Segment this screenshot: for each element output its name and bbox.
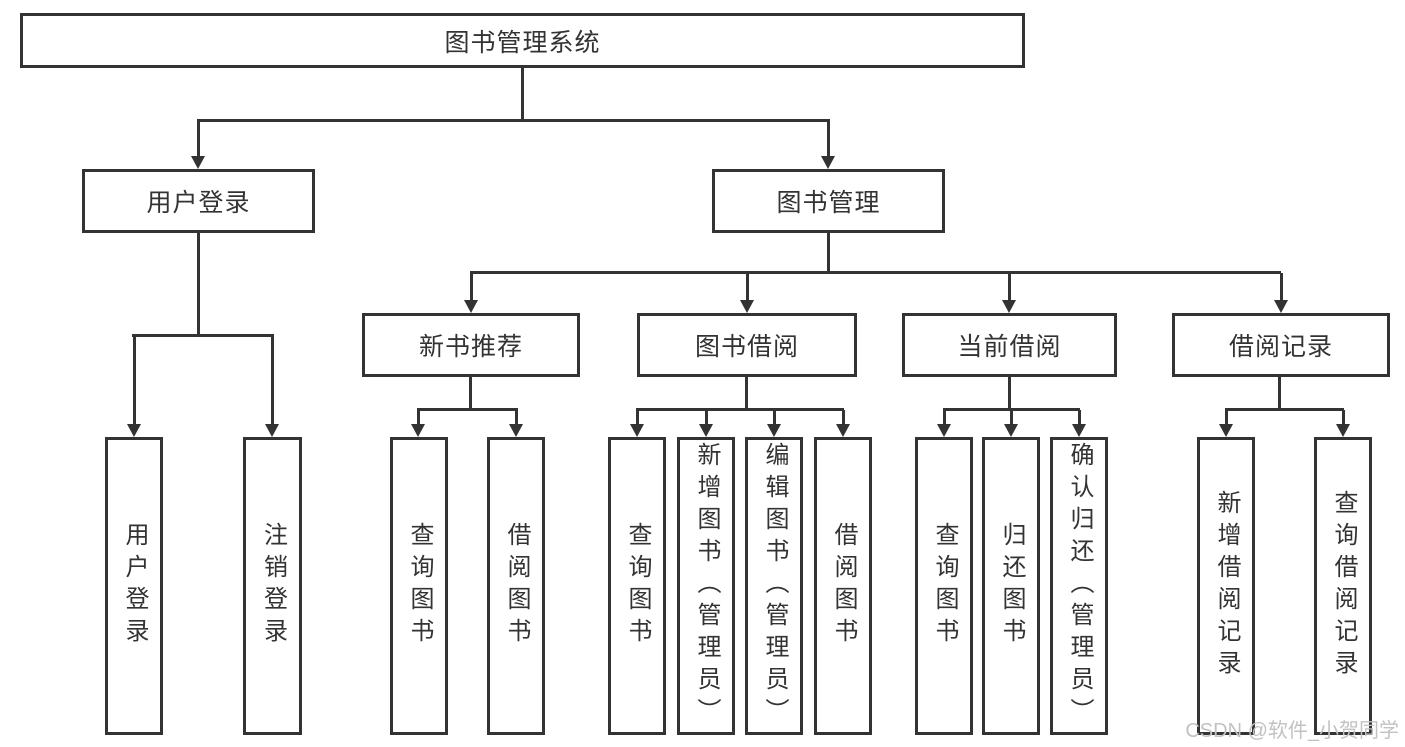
leaf-nb-query-book-label: 查询图书 bbox=[406, 522, 433, 650]
connector-book-borrow-stem bbox=[745, 376, 748, 410]
arrow-to-current-borrow bbox=[1002, 273, 1016, 313]
leaf-br-add-record: 新增借阅记录 bbox=[1197, 437, 1255, 735]
leaf-bb-query-book: 查询图书 bbox=[608, 437, 666, 735]
node-book-borrow-label: 图书借阅 bbox=[694, 333, 799, 361]
leaf-bb-borrow-book-label: 借阅图书 bbox=[830, 522, 857, 650]
leaf-bb-add-book: 新增图书（管理员） bbox=[677, 437, 735, 735]
connector-current-borrow-stem bbox=[1008, 376, 1011, 410]
connector-root-rail bbox=[197, 119, 830, 122]
arrow-to-br-add-record bbox=[1219, 410, 1233, 437]
leaf-bb-borrow-book: 借阅图书 bbox=[814, 437, 872, 735]
arrow-to-book-mgmt bbox=[821, 121, 835, 169]
csdn-watermark: CSDN @软件_小贺同学 bbox=[1185, 720, 1399, 742]
arrow-to-cb-return-book bbox=[1004, 410, 1018, 437]
leaf-cb-confirm-return-label: 确认归还（管理员） bbox=[1066, 442, 1093, 730]
arrow-to-cb-query-book bbox=[937, 410, 951, 437]
leaf-bb-add-book-label: 新增图书（管理员） bbox=[693, 442, 720, 730]
leaf-bb-query-book-label: 查询图书 bbox=[624, 522, 651, 650]
leaf-cb-return-book-label: 归还图书 bbox=[998, 522, 1025, 650]
arrow-to-new-book-rec bbox=[464, 273, 478, 313]
connector-book-borrow-rail bbox=[636, 408, 844, 411]
leaf-br-query-record: 查询借阅记录 bbox=[1314, 437, 1372, 735]
node-current-borrow-label: 当前借阅 bbox=[957, 333, 1062, 361]
node-book-mgmt: 图书管理 bbox=[712, 169, 945, 233]
leaf-logout: 注销登录 bbox=[243, 437, 302, 735]
node-book-borrow: 图书借阅 bbox=[637, 313, 857, 377]
node-book-mgmt-label: 图书管理 bbox=[776, 189, 881, 217]
leaf-bb-edit-book: 编辑图书（管理员） bbox=[745, 437, 803, 735]
node-user-login: 用户登录 bbox=[82, 169, 315, 233]
arrow-to-bb-edit-book bbox=[767, 410, 781, 437]
arrow-to-book-borrow bbox=[740, 273, 754, 313]
arrow-to-nb-borrow-book bbox=[509, 410, 523, 437]
leaf-user-login-label: 用户登录 bbox=[121, 522, 148, 650]
connector-book-mgmt-stem bbox=[827, 232, 830, 273]
connector-current-borrow-rail bbox=[943, 408, 1080, 411]
connector-borrow-record-rail bbox=[1225, 408, 1344, 411]
arrow-to-leaf-user-login bbox=[127, 336, 141, 437]
connector-new-book-rec-stem bbox=[469, 376, 472, 410]
leaf-user-login: 用户登录 bbox=[105, 437, 163, 735]
leaf-br-query-record-label: 查询借阅记录 bbox=[1330, 490, 1357, 682]
leaf-logout-label: 注销登录 bbox=[259, 522, 287, 650]
node-current-borrow: 当前借阅 bbox=[902, 313, 1117, 377]
connector-user-login-stem bbox=[197, 232, 200, 336]
leaf-cb-return-book: 归还图书 bbox=[982, 437, 1040, 735]
arrow-to-bb-add-book bbox=[699, 410, 713, 437]
node-root-label: 图书管理系统 bbox=[444, 28, 601, 57]
arrow-to-borrow-record bbox=[1274, 273, 1288, 313]
leaf-cb-query-book: 查询图书 bbox=[915, 437, 973, 735]
connector-user-login-rail bbox=[132, 334, 274, 337]
arrow-to-nb-query-book bbox=[411, 410, 425, 437]
arrow-to-cb-confirm-return bbox=[1072, 410, 1086, 437]
connector-book-mgmt-rail bbox=[470, 271, 1281, 274]
arrow-to-leaf-logout bbox=[265, 336, 279, 437]
leaf-nb-query-book: 查询图书 bbox=[390, 437, 448, 735]
leaf-cb-query-book-label: 查询图书 bbox=[931, 522, 958, 650]
arrow-to-bb-borrow-book bbox=[836, 410, 850, 437]
arrow-to-bb-query-book bbox=[630, 410, 644, 437]
node-borrow-record-label: 借阅记录 bbox=[1228, 333, 1333, 361]
node-new-book-rec-label: 新书推荐 bbox=[418, 333, 523, 361]
leaf-cb-confirm-return: 确认归还（管理员） bbox=[1050, 437, 1108, 735]
leaf-br-add-record-label: 新增借阅记录 bbox=[1213, 490, 1240, 682]
leaf-nb-borrow-book-label: 借阅图书 bbox=[503, 522, 530, 650]
arrow-to-br-query-record bbox=[1336, 410, 1350, 437]
arrow-to-user-login bbox=[191, 121, 205, 169]
node-borrow-record: 借阅记录 bbox=[1172, 313, 1390, 377]
connector-new-book-rec-rail bbox=[417, 408, 518, 411]
node-new-book-rec: 新书推荐 bbox=[362, 313, 580, 377]
connector-root-stem bbox=[521, 68, 524, 121]
leaf-bb-edit-book-label: 编辑图书（管理员） bbox=[761, 442, 788, 730]
leaf-nb-borrow-book: 借阅图书 bbox=[487, 437, 545, 735]
connector-borrow-record-stem bbox=[1278, 376, 1281, 410]
node-root: 图书管理系统 bbox=[20, 13, 1025, 68]
node-user-login-label: 用户登录 bbox=[146, 189, 251, 217]
